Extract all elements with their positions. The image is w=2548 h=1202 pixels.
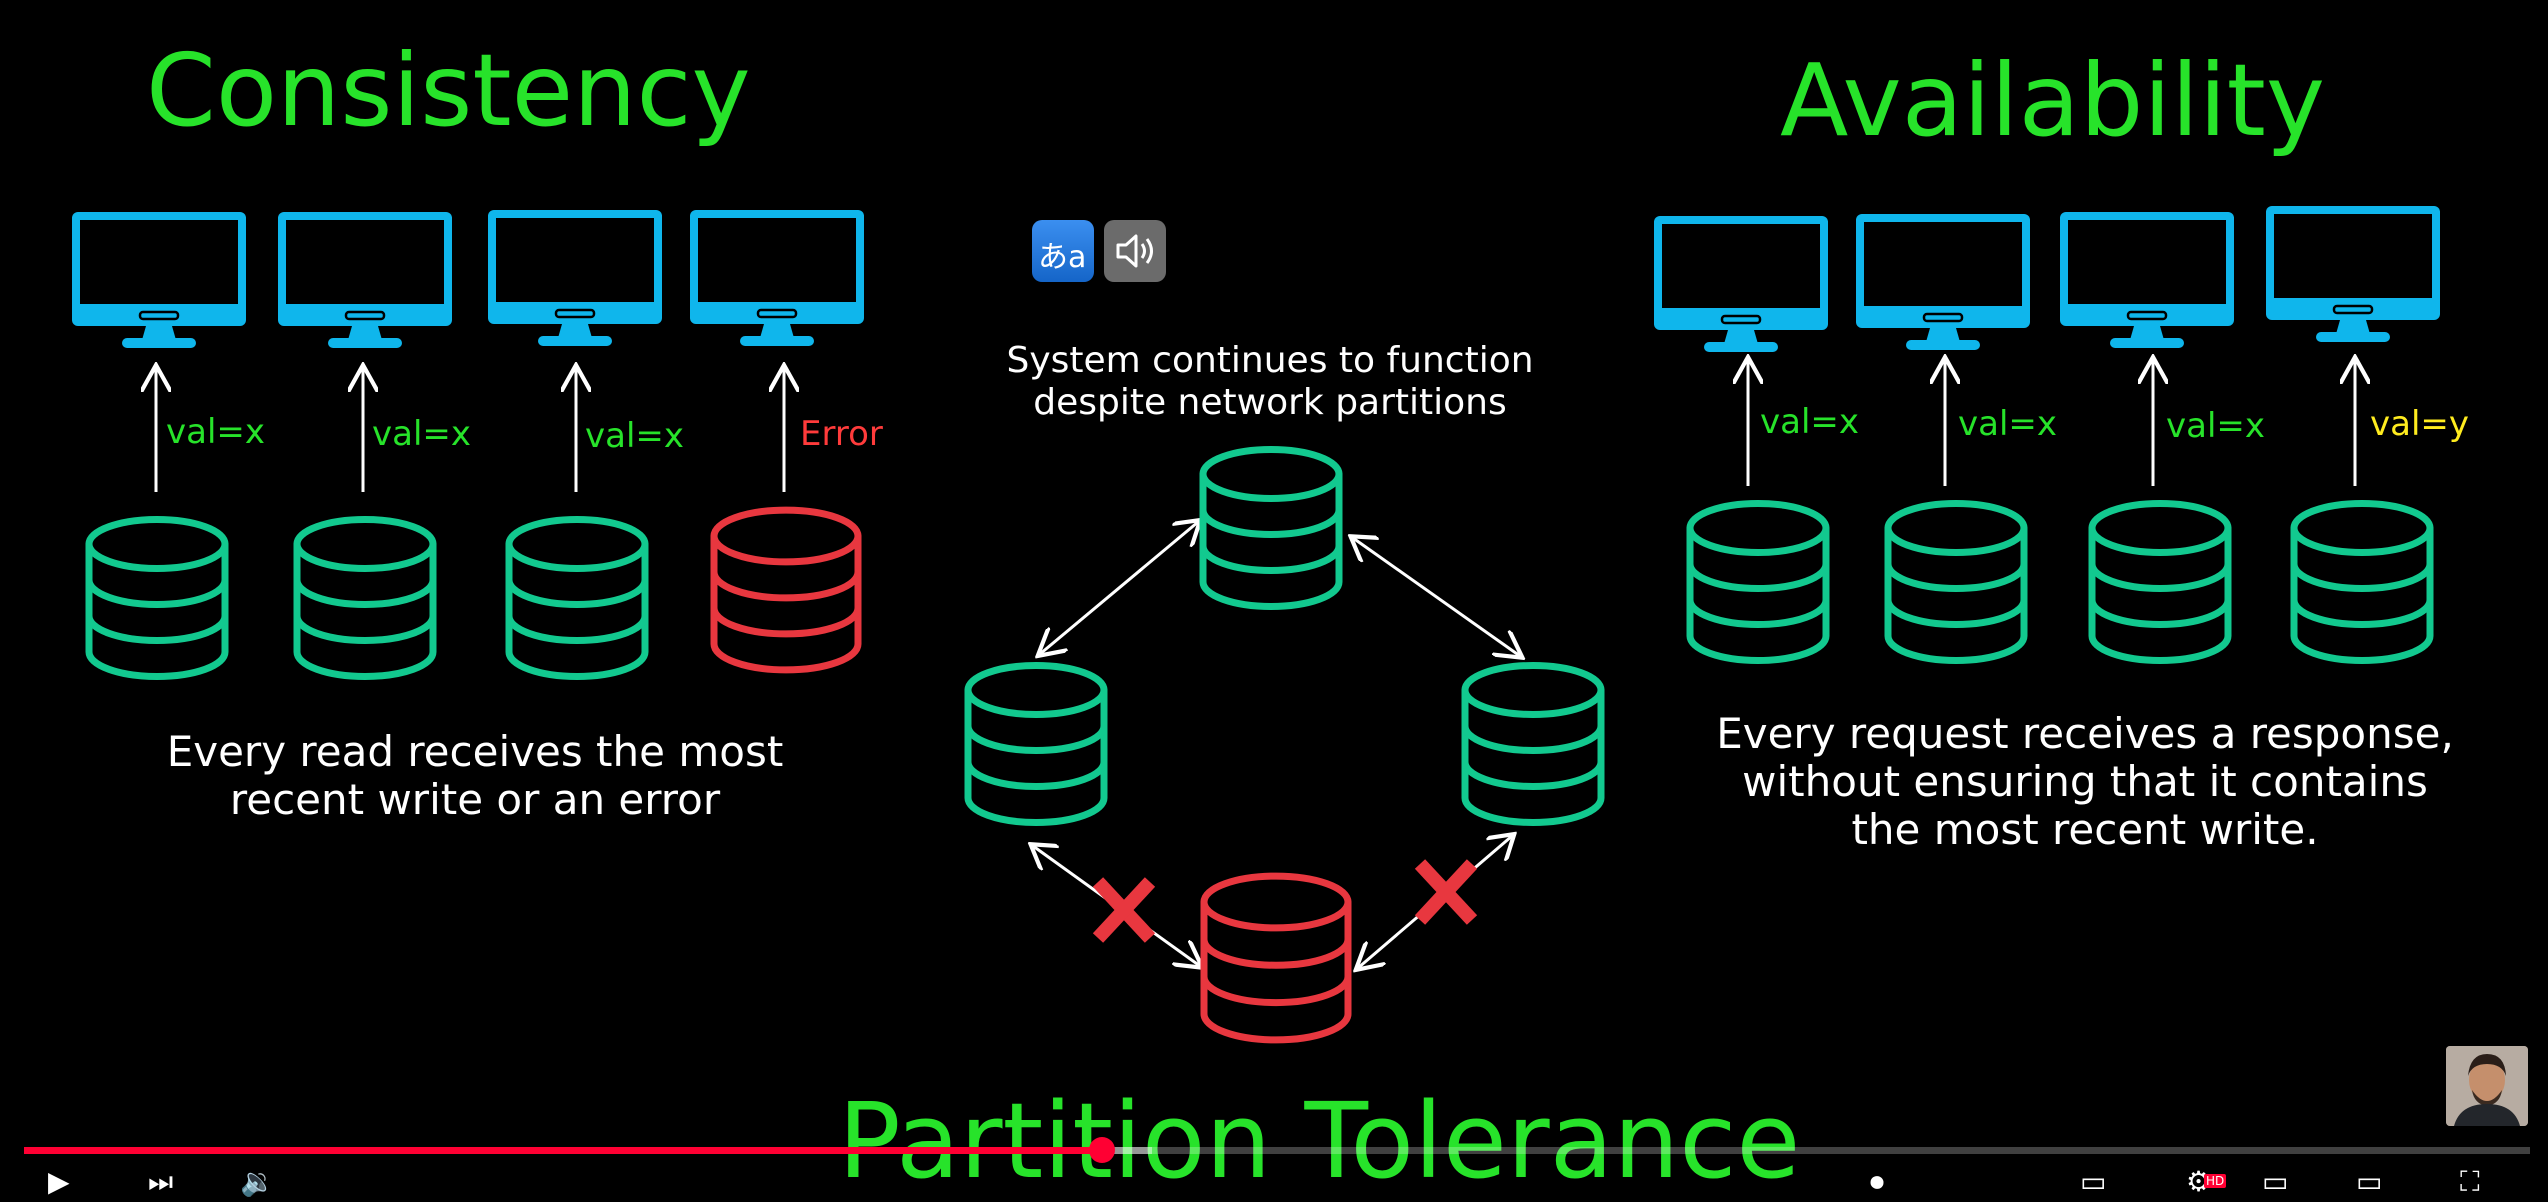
availability-read-label-2: val=x <box>1958 404 2058 444</box>
partition-break-right <box>1414 859 1478 925</box>
next-icon[interactable]: ⏭ <box>148 1165 174 1198</box>
partition-break-left <box>1092 877 1156 943</box>
link-top-left <box>1040 522 1198 654</box>
availability-client-3 <box>2060 212 2234 348</box>
availability-client-2 <box>1856 214 2030 350</box>
consistency-client-4 <box>690 210 864 346</box>
availability-read-label-4: val=y <box>2370 404 2470 444</box>
consistency-title: Consistency <box>146 32 751 149</box>
availability-read-label-3: val=x <box>2166 406 2266 446</box>
partition-db-left <box>964 662 1108 826</box>
availability-title: Availability <box>1780 42 2326 159</box>
subtitles-icon[interactable]: ▭ <box>2080 1165 2107 1198</box>
consistency-db-4 <box>710 506 862 674</box>
availability-db-3 <box>2088 500 2232 664</box>
consistency-client-1 <box>72 212 246 348</box>
progress-track[interactable] <box>24 1147 2530 1154</box>
theater-mode-icon[interactable]: ▭ <box>2356 1165 2383 1198</box>
availability-caption: Every request receives a response, witho… <box>1716 709 2454 854</box>
volume-icon[interactable]: 🔉 <box>240 1165 275 1198</box>
partition-db-bottom <box>1200 872 1352 1044</box>
partition-db-top <box>1199 446 1343 610</box>
fullscreen-icon[interactable]: ⛶ <box>2460 1165 2480 1198</box>
presenter-avatar[interactable] <box>2446 1046 2528 1126</box>
consistency-read-label-1: val=x <box>166 412 266 452</box>
hd-badge: HD <box>2204 1174 2227 1188</box>
partition-tolerance-title: Partition Tolerance <box>838 1080 1801 1202</box>
autoplay-icon[interactable]: ⏺ <box>1870 1165 1885 1198</box>
translate-icon: あa <box>1038 240 1087 275</box>
availability-db-2 <box>1884 500 2028 664</box>
link-top-right <box>1353 538 1520 656</box>
availability-client-1 <box>1654 216 1828 352</box>
consistency-caption: Every read receives the most recent writ… <box>166 727 784 824</box>
consistency-read-label-4: Error <box>800 414 883 454</box>
consistency-db-3 <box>505 516 649 680</box>
consistency-client-3 <box>488 210 662 346</box>
speaker-icon <box>1116 234 1153 268</box>
availability-read-label-1: val=x <box>1760 402 1860 442</box>
miniplayer-icon[interactable]: ▭ <box>2262 1165 2289 1198</box>
consistency-db-1 <box>85 516 229 680</box>
translate-button[interactable]: あa <box>1032 220 1094 282</box>
availability-client-4 <box>2266 206 2440 342</box>
availability-db-4 <box>2290 500 2434 664</box>
partition-db-right <box>1461 662 1605 826</box>
consistency-client-2 <box>278 212 452 348</box>
progress-played <box>24 1147 1102 1154</box>
availability-db-1 <box>1686 500 1830 664</box>
play-icon[interactable]: ▶ <box>48 1165 70 1198</box>
audio-button[interactable] <box>1104 220 1166 282</box>
consistency-db-2 <box>293 516 437 680</box>
partition-caption: System continues to function despite net… <box>1006 340 1534 423</box>
progress-scrubber[interactable] <box>1088 1137 1115 1163</box>
consistency-read-label-2: val=x <box>372 414 472 454</box>
consistency-read-label-3: val=x <box>585 416 685 456</box>
